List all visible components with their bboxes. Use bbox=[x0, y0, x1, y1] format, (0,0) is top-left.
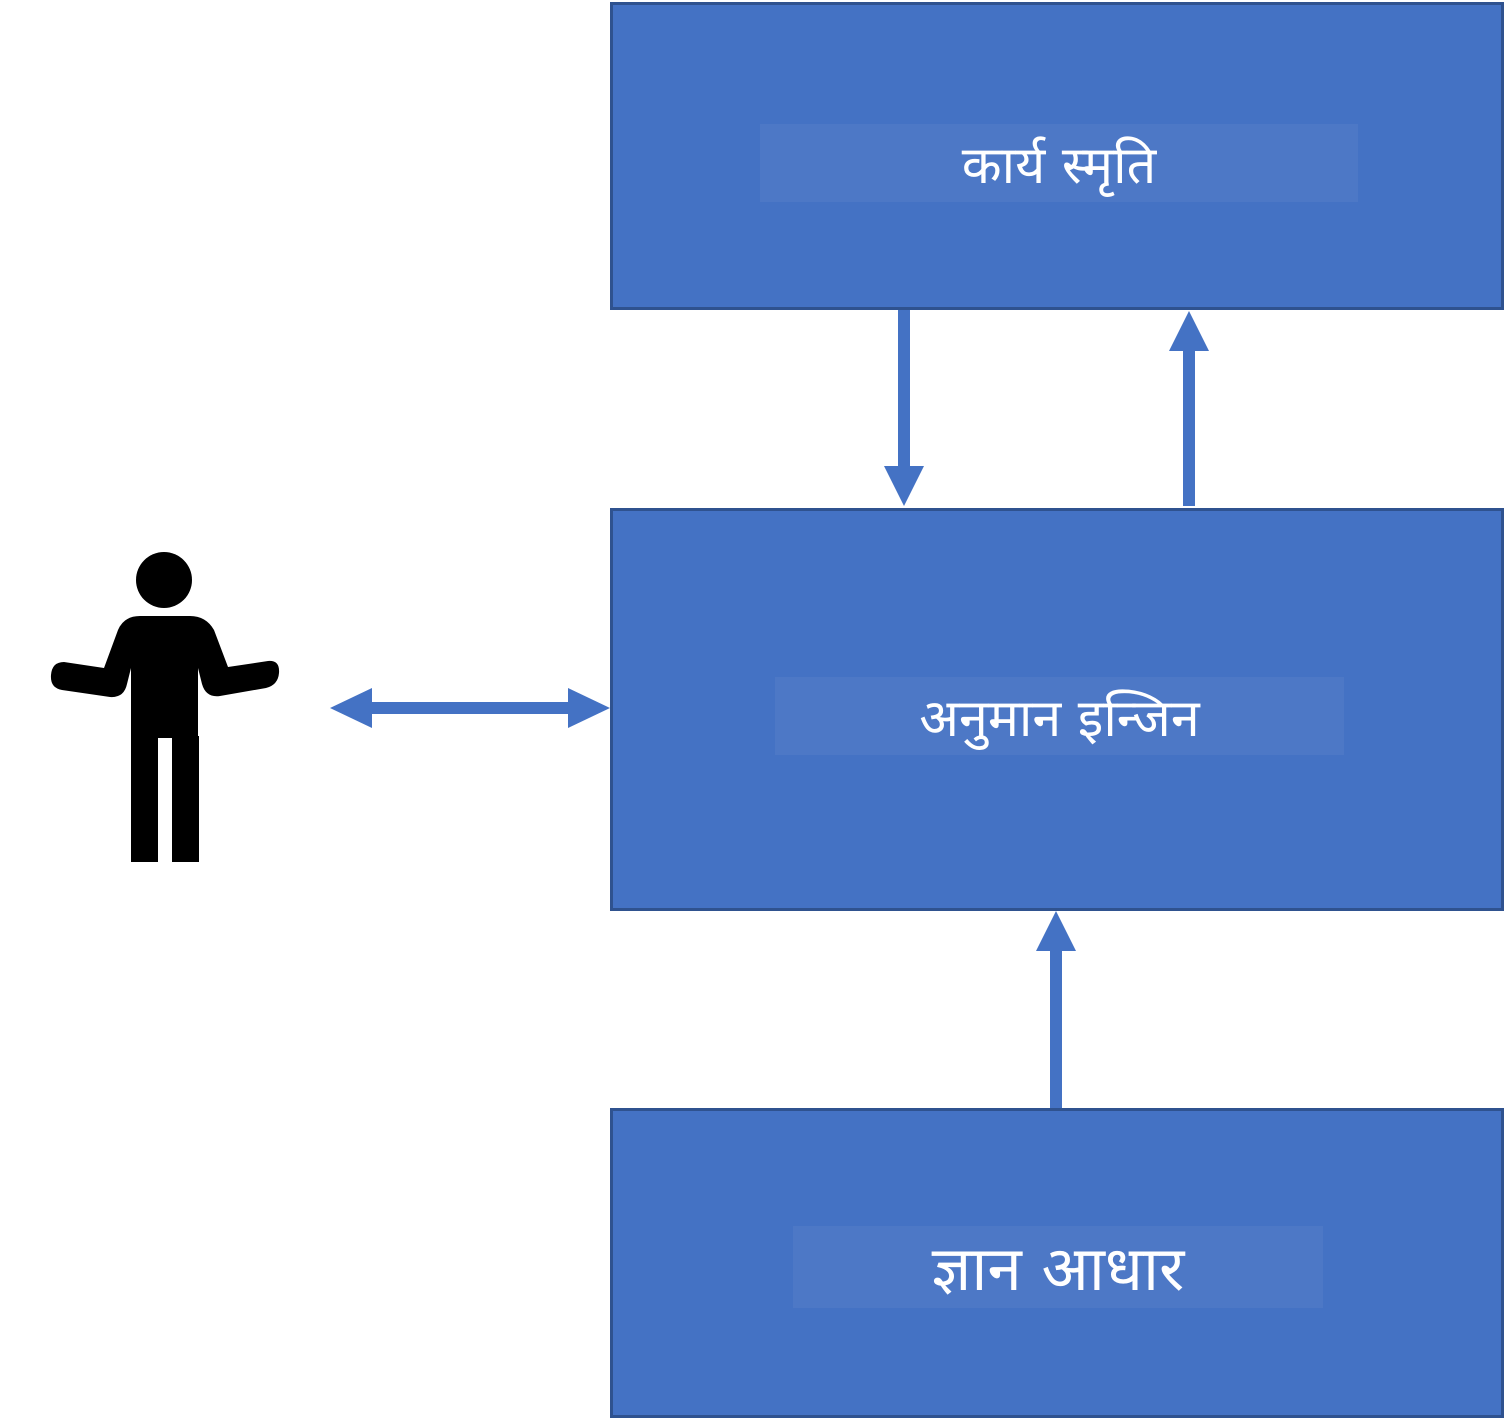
inference-engine-box: अनुमान इन्जिन bbox=[610, 508, 1504, 911]
working-memory-box: कार्य स्मृति bbox=[610, 2, 1504, 310]
working-memory-label: कार्य स्मृति bbox=[760, 124, 1358, 202]
arrow-knowledge-base-to-inference-engine bbox=[1036, 911, 1076, 1108]
inference-engine-label: अनुमान इन्जिन bbox=[775, 677, 1344, 755]
knowledge-base-box: ज्ञान आधार bbox=[610, 1108, 1504, 1418]
arrow-user-inference-engine bbox=[330, 688, 610, 728]
arrow-working-memory-to-inference-engine bbox=[884, 310, 924, 506]
knowledge-base-label: ज्ञान आधार bbox=[793, 1226, 1323, 1308]
arrow-inference-engine-to-working-memory bbox=[1169, 311, 1209, 506]
person-icon bbox=[50, 552, 280, 862]
